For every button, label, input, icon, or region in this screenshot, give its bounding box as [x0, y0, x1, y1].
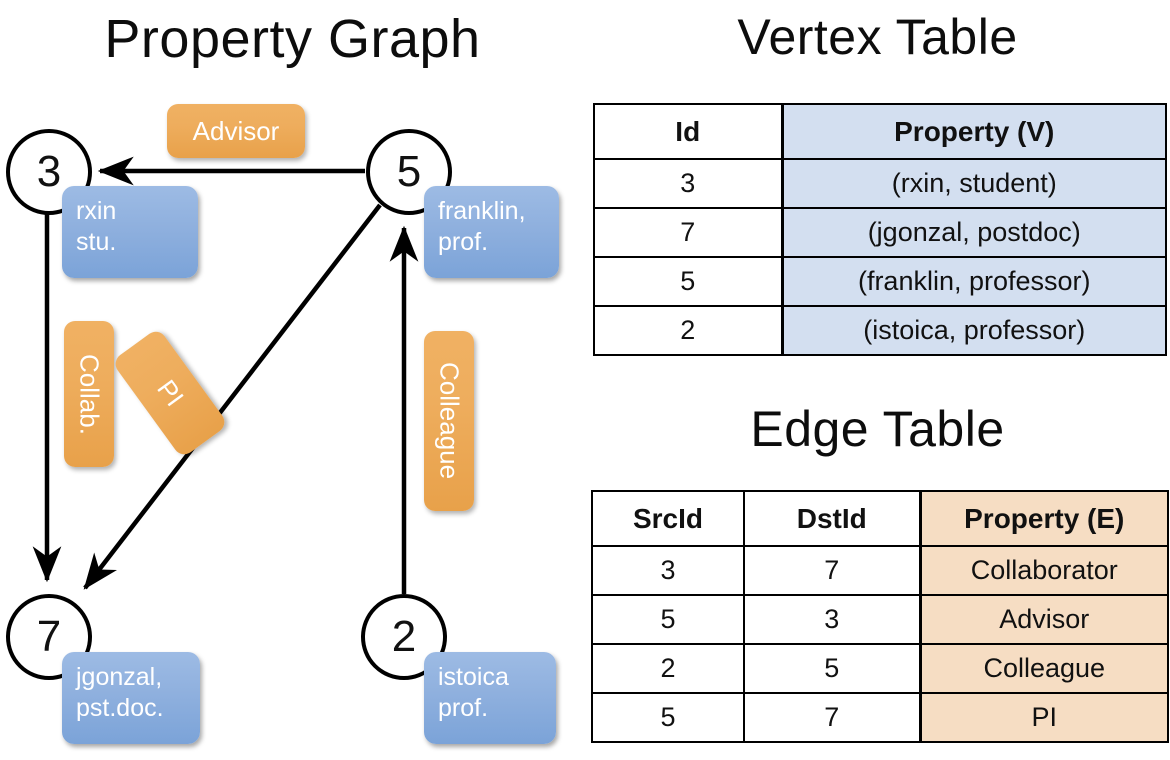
column-header-property-v: Property (V) — [780, 103, 1167, 160]
node-property-line2: prof. — [438, 228, 489, 256]
cell-id: 2 — [593, 305, 783, 356]
cell-id: 5 — [593, 256, 783, 307]
cell-property: Advisor — [918, 594, 1169, 645]
graph-edge-5-to-7 — [83, 203, 382, 590]
edge-table: SrcId DstId Property (E) 3 7 Collaborato… — [591, 490, 1169, 743]
node-property-box-7: jgonzal, pst.doc. — [62, 652, 200, 744]
cell-dstid: 7 — [743, 545, 921, 596]
table-row: 5 7 PI — [591, 692, 1169, 743]
edge-label-advisor: Advisor — [167, 104, 305, 158]
node-property-box-2: istoica prof. — [424, 652, 556, 744]
cell-property: PI — [918, 692, 1169, 743]
edge-label-colleague: Colleague — [424, 331, 474, 511]
cell-dstid: 5 — [743, 643, 921, 694]
edge-label-text: Advisor — [192, 115, 280, 146]
property-graph-diagram: 3 5 7 2 rxin stu. franklin, prof. jgonza… — [6, 104, 559, 744]
node-property-line2: prof. — [438, 694, 489, 722]
node-property-box-3: rxin stu. — [62, 186, 198, 278]
node-property-box-5: franklin, prof. — [424, 186, 559, 278]
column-header-property-e: Property (E) — [918, 490, 1169, 547]
edge-label-text: Colleague — [434, 362, 465, 480]
graph-node-2[interactable]: 2 — [361, 594, 447, 680]
cell-srcid: 5 — [591, 692, 745, 743]
cell-property: (jgonzal, postdoc) — [780, 207, 1167, 258]
node-property-line2: stu. — [76, 228, 117, 256]
table-row: 2 5 Colleague — [591, 643, 1169, 694]
cell-property: (istoica, professor) — [780, 305, 1167, 356]
table-row: 5 3 Advisor — [591, 594, 1169, 645]
cell-id: 3 — [593, 158, 783, 209]
graph-node-5[interactable]: 5 — [366, 129, 452, 215]
cell-property: Collaborator — [918, 545, 1169, 596]
vertex-table: Id Property (V) 3 (rxin, student) 7 (jgo… — [593, 103, 1167, 356]
node-property-line1: rxin — [76, 197, 117, 225]
cell-dstid: 3 — [743, 594, 921, 645]
table-header-row: Id Property (V) — [593, 103, 1167, 160]
table-row: 2 (istoica, professor) — [593, 305, 1167, 356]
cell-dstid: 7 — [743, 692, 921, 743]
node-property-line1: jgonzal, — [76, 663, 163, 691]
cell-srcid: 2 — [591, 643, 745, 694]
column-header-id: Id — [593, 103, 783, 160]
cell-property: (rxin, student) — [780, 158, 1167, 209]
cell-srcid: 5 — [591, 594, 745, 645]
cell-property: (franklin, professor) — [780, 256, 1167, 307]
table-row: 7 (jgonzal, postdoc) — [593, 207, 1167, 258]
cell-property: Colleague — [918, 643, 1169, 694]
page-title-property-graph: Property Graph — [104, 9, 481, 69]
cell-srcid: 3 — [591, 545, 745, 596]
page-title-edge-table: Edge Table — [750, 401, 1005, 457]
table-row: 3 7 Collaborator — [591, 545, 1169, 596]
node-property-line1: istoica — [438, 663, 509, 691]
column-header-srcid: SrcId — [591, 490, 745, 547]
table-header-row: SrcId DstId Property (E) — [591, 490, 1169, 547]
graph-edges-svg — [32, 156, 419, 594]
column-header-dstid: DstId — [743, 490, 921, 547]
table-row: 5 (franklin, professor) — [593, 256, 1167, 307]
edge-label-text: PI — [151, 373, 190, 412]
edge-label-collab: Collab. — [64, 321, 114, 467]
cell-id: 7 — [593, 207, 783, 258]
node-property-line1: franklin, — [438, 197, 526, 225]
page-title-vertex-table: Vertex Table — [737, 9, 1018, 65]
node-property-line2: pst.doc. — [76, 694, 164, 722]
edge-label-text: Collab. — [74, 353, 105, 435]
table-row: 3 (rxin, student) — [593, 158, 1167, 209]
